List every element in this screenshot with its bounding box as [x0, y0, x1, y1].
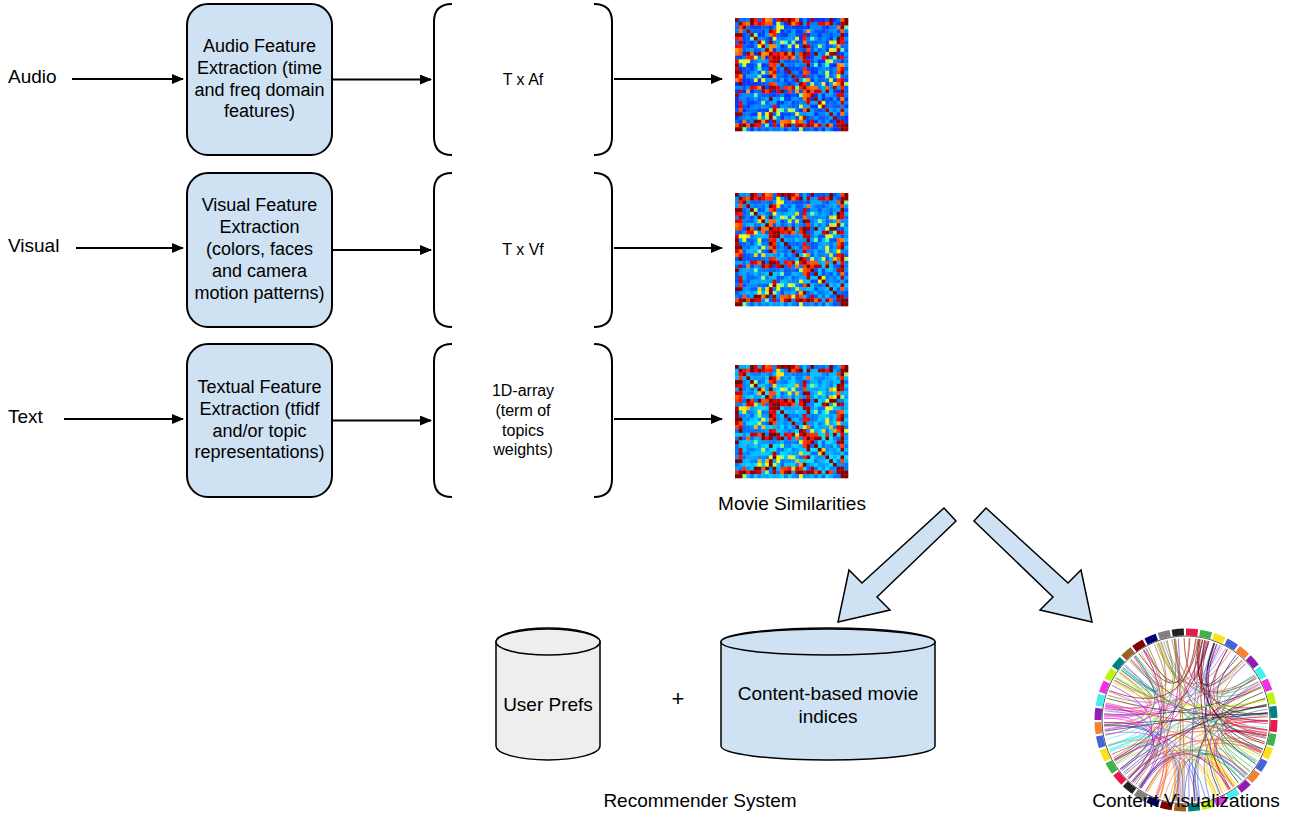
caption-label: +	[672, 686, 685, 712]
caption-label: Recommender System	[603, 790, 796, 812]
caption-label: Visual	[8, 235, 59, 257]
caption-label: Content Visualizations	[1092, 790, 1280, 812]
node-text: Audio Feature Extraction (time and freq …	[192, 36, 328, 124]
node-outline	[432, 343, 614, 498]
process-box: Audio Feature Extraction (time and freq …	[186, 3, 333, 156]
database-cylinder: User Prefs	[495, 628, 601, 760]
node-text: 1D-array (term of topics weights)	[477, 381, 569, 459]
node-text: Content-based movie indices	[733, 682, 923, 728]
caption-label: Movie Similarities	[718, 493, 866, 515]
node-text: Textual Feature Extraction (tfidf and/or…	[192, 377, 328, 465]
node-text: T x Af	[503, 70, 544, 90]
database-cylinder: Content-based movie indices	[720, 628, 936, 760]
flow-arrow	[333, 420, 431, 422]
caption-label: Audio	[8, 66, 57, 88]
matrix-bracket: 1D-array (term of topics weights)	[432, 343, 614, 498]
heatmap	[735, 365, 848, 478]
heatmap	[735, 193, 848, 306]
heatmap	[735, 18, 848, 131]
process-box: Visual Feature Extraction (colors, faces…	[186, 172, 333, 328]
input-arrows	[64, 79, 722, 419]
flow-arrow	[333, 79, 431, 81]
matrix-bracket: T x Af	[432, 3, 614, 156]
node-text: Visual Feature Extraction (colors, faces…	[192, 195, 328, 305]
similarity-heatmaps	[735, 18, 848, 478]
matrix-bracket: T x Vf	[432, 172, 614, 328]
node-text: User Prefs	[503, 693, 593, 716]
node-text: T x Vf	[502, 240, 544, 260]
node-outline	[495, 628, 601, 760]
caption-label: Text	[8, 406, 43, 428]
process-box: Textual Feature Extraction (tfidf and/or…	[186, 343, 333, 498]
flow-arrow	[333, 249, 431, 251]
hollow-arrows	[838, 508, 1092, 622]
content-visualization-chord	[1098, 632, 1274, 808]
